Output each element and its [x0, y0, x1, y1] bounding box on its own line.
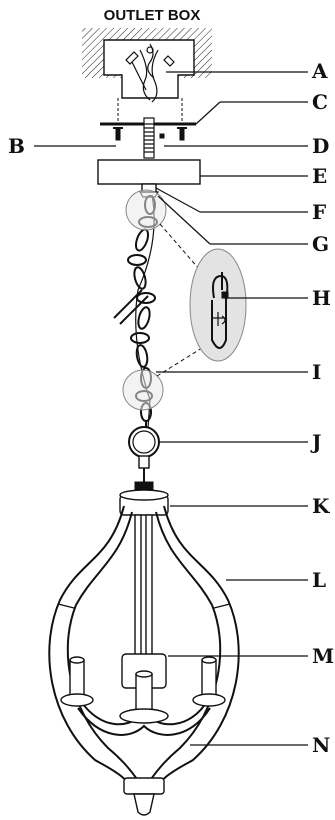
label-j: J — [310, 430, 321, 454]
label-b: B — [8, 134, 25, 158]
label-a: A — [311, 59, 328, 83]
outlet-box-title: OUTLET BOX — [104, 7, 201, 24]
mounting-crossbar — [100, 117, 196, 159]
swivel-ring — [128, 426, 160, 488]
chain-break-mark — [113, 289, 149, 325]
s-hook-detail — [189, 248, 247, 362]
fixture-top-cap — [119, 481, 169, 516]
outlet-box — [82, 28, 212, 103]
candle-arms — [60, 653, 226, 736]
label-h: H — [312, 286, 331, 310]
label-d: D — [312, 134, 329, 158]
label-g: G — [312, 232, 329, 256]
center-column — [134, 514, 153, 656]
label-i: I — [312, 360, 321, 384]
fixture-frame — [48, 505, 240, 801]
leader-lines — [34, 71, 308, 746]
label-f: F — [312, 200, 326, 224]
canopy — [97, 159, 201, 185]
bottom-finial — [123, 777, 165, 816]
label-c: C — [312, 90, 328, 114]
label-k: K — [312, 494, 330, 518]
part-labels: A C B D E F G H I J K L M N — [8, 59, 334, 757]
mounting-screws — [113, 98, 187, 141]
label-n: N — [312, 733, 330, 757]
label-e: E — [312, 164, 327, 188]
label-l: L — [312, 568, 326, 592]
label-m: M — [312, 644, 334, 668]
link-detail-circles — [122, 189, 203, 411]
